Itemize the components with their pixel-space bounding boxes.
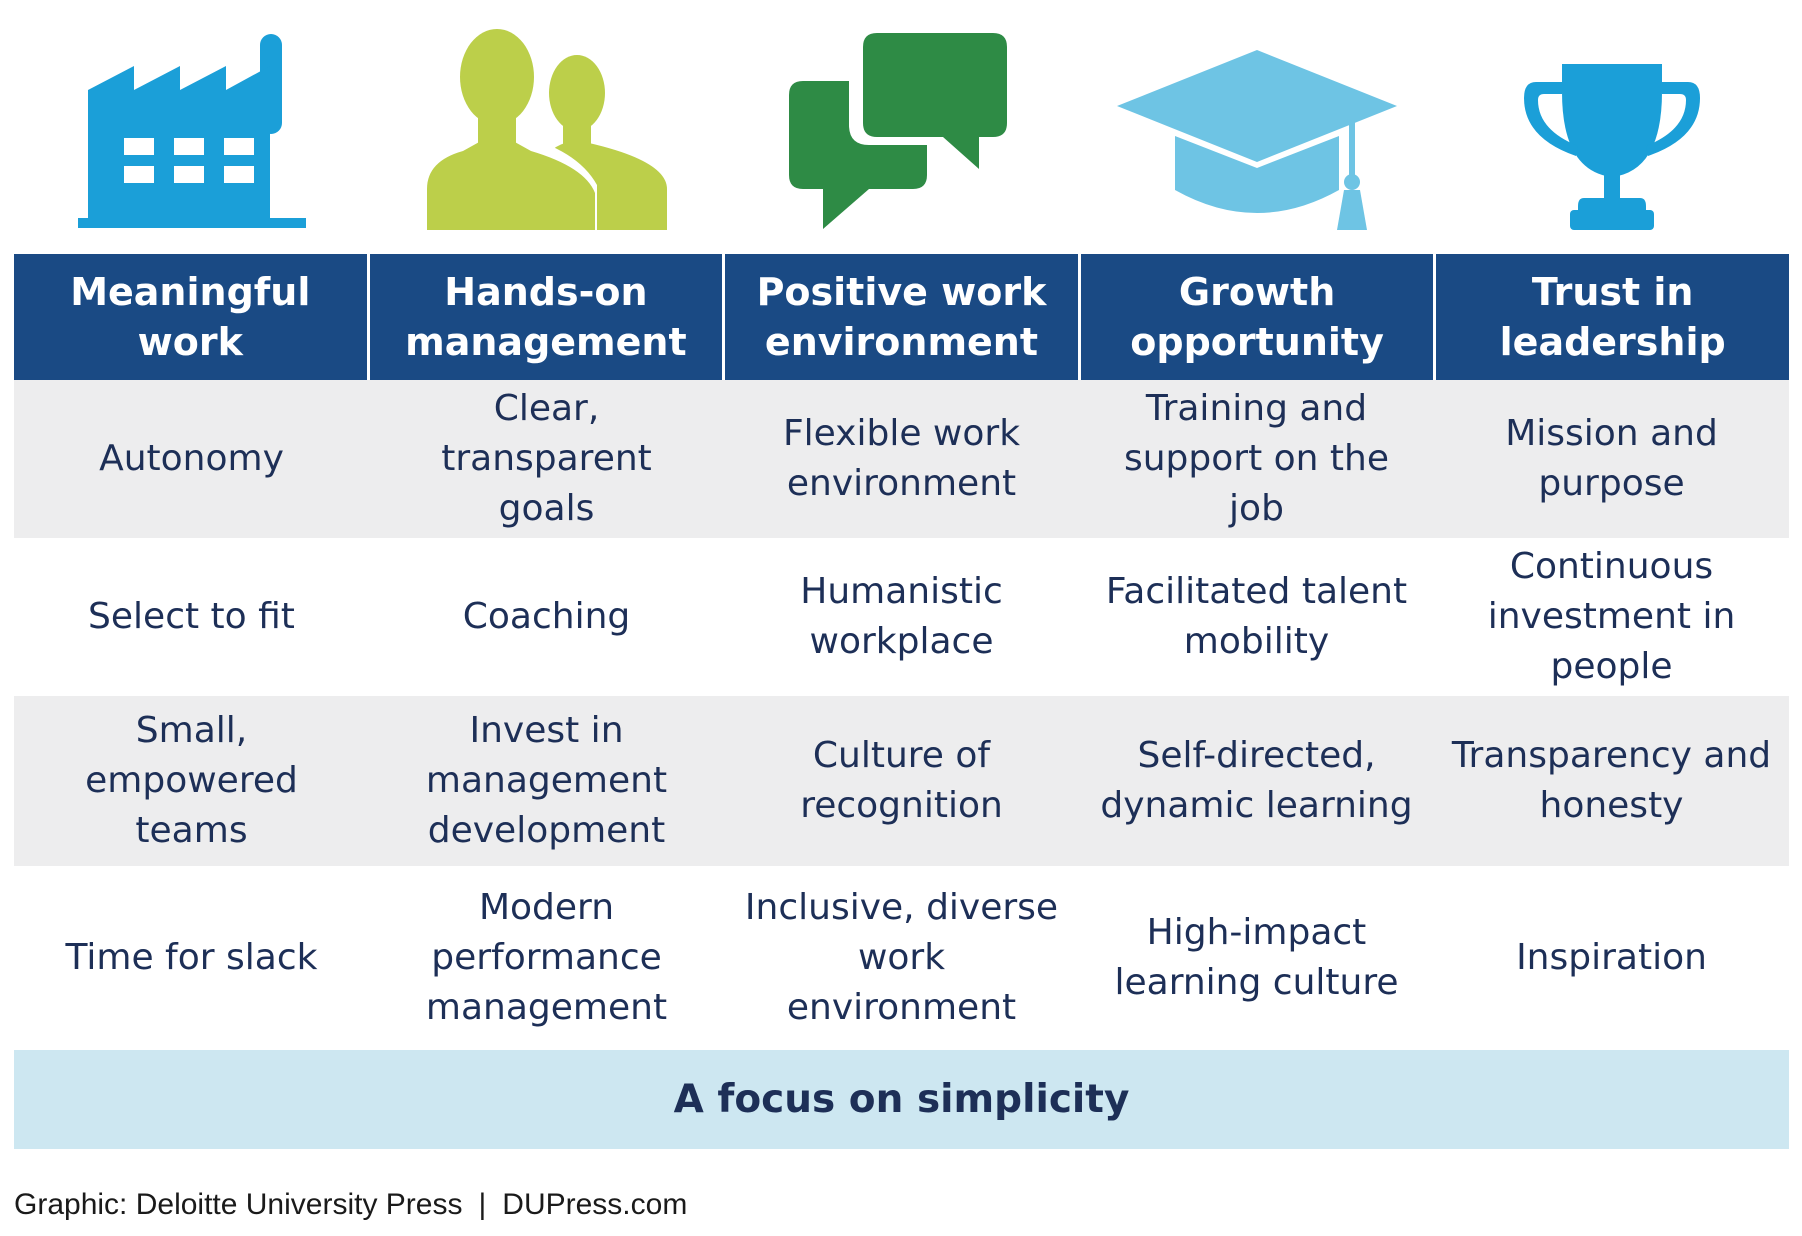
table-row: Time for slack Modern performance manage… — [14, 866, 1789, 1050]
table-cell: Inclusive, diverse work environment — [724, 866, 1079, 1050]
table-cell: Humanistic workplace — [724, 538, 1079, 696]
cell-line: Training and — [1145, 388, 1368, 429]
cell-line: Modern — [478, 887, 615, 928]
cell-line: goals — [498, 488, 595, 529]
cell-line: teams — [135, 810, 248, 851]
table-cell: Facilitated talent mobility — [1079, 538, 1434, 696]
focus-banner: A focus on simplicity — [14, 1050, 1789, 1149]
cell-line: workplace — [809, 621, 994, 662]
header-line: Meaningful — [70, 270, 311, 314]
cell-line: development — [427, 810, 666, 851]
cell-line: Clear, transparent — [441, 388, 652, 479]
graduation-cap-icon — [1116, 50, 1397, 230]
icon-cell-hands-on-management — [369, 0, 724, 252]
footer-credit: Graphic: Deloitte University Press | DUP… — [14, 1188, 687, 1222]
banner-text: A focus on simplicity — [673, 1077, 1130, 1122]
cell-line: learning culture — [1114, 962, 1399, 1003]
header-row: Meaningful work Hands-on management Posi… — [14, 254, 1789, 380]
icon-cell-positive-work-environment — [724, 0, 1079, 252]
table-row: Small, empowered teams Invest in managem… — [14, 696, 1789, 866]
header-line: Trust in — [1531, 270, 1694, 314]
cell-line: purpose — [1538, 463, 1685, 504]
table-cell: Modern performance management — [369, 866, 724, 1050]
table-cell: Training and support on the job — [1079, 380, 1434, 538]
header-hands-on-management: Hands-on management — [369, 254, 723, 380]
cell-line: people — [1550, 646, 1673, 687]
table-cell: Transparency and honesty — [1434, 696, 1789, 866]
header-growth-opportunity: Growth opportunity — [1080, 254, 1434, 380]
table-row: Select to fit Coaching Humanistic workpl… — [14, 538, 1789, 696]
cell-line: Facilitated talent — [1105, 571, 1408, 612]
cell-line: Invest in — [469, 710, 624, 751]
cell-line: environment — [786, 463, 1017, 504]
cell-line: Coaching — [462, 596, 631, 637]
cell-line: Continuous — [1509, 546, 1714, 587]
header-positive-work-environment: Positive work environment — [725, 254, 1078, 380]
cell-line: management — [425, 760, 668, 801]
table-cell: Mission and purpose — [1434, 380, 1789, 538]
cell-line: support on the job — [1123, 438, 1390, 529]
cell-line: Culture of — [812, 735, 991, 776]
header-line: management — [405, 320, 687, 364]
factory-icon — [77, 34, 306, 228]
cell-line: honesty — [1539, 785, 1684, 826]
table-cell: Coaching — [369, 538, 724, 696]
cell-line: High-impact — [1146, 912, 1367, 953]
icon-cell-trust-in-leadership — [1434, 0, 1789, 252]
cell-line: Small, empowered — [85, 710, 298, 801]
framework-table: Meaningful work Hands-on management Posi… — [14, 254, 1789, 1050]
table-cell: Flexible work environment — [724, 380, 1079, 538]
cell-line: Flexible work — [782, 413, 1021, 454]
icon-cell-meaningful-work — [14, 0, 369, 252]
cell-line: Self-directed, — [1137, 735, 1376, 776]
speech-bubbles-icon — [788, 25, 1015, 229]
header-line: opportunity — [1130, 320, 1384, 364]
credit-text: Graphic: Deloitte University Press — [14, 1188, 463, 1221]
header-line: environment — [764, 320, 1039, 364]
table-cell: Clear, transparent goals — [369, 380, 724, 538]
cell-line: mobility — [1183, 621, 1330, 662]
header-meaningful-work: Meaningful work — [14, 254, 367, 380]
header-line: Growth — [1178, 270, 1336, 314]
table-cell: Inspiration — [1434, 866, 1789, 1050]
table-cell: Autonomy — [14, 380, 369, 538]
icon-cell-growth-opportunity — [1079, 0, 1434, 252]
cell-line: performance — [431, 937, 662, 978]
cell-line: work environment — [786, 937, 1017, 1028]
site-text: DUPress.com — [502, 1188, 688, 1221]
table-cell: Invest in management development — [369, 696, 724, 866]
table-cell: Culture of recognition — [724, 696, 1079, 866]
header-line: leadership — [1499, 320, 1726, 364]
cell-line: Inspiration — [1516, 937, 1707, 978]
table-cell: Small, empowered teams — [14, 696, 369, 866]
cell-line: Autonomy — [99, 438, 284, 479]
table-cell: High-impact learning culture — [1079, 866, 1434, 1050]
cell-line: Mission and — [1505, 413, 1718, 454]
cell-line: Humanistic — [800, 571, 1003, 612]
table-row: Autonomy Clear, transparent goals Flexib… — [14, 380, 1789, 538]
header-line: work — [137, 320, 243, 364]
cell-line: investment in — [1487, 596, 1736, 637]
table-cell: Self-directed, dynamic learning — [1079, 696, 1434, 866]
header-line: Hands-on — [444, 270, 648, 314]
credit-separator: | — [478, 1188, 487, 1221]
cell-line: dynamic learning — [1100, 785, 1413, 826]
cell-line: Select to fit — [88, 596, 295, 637]
cell-line: recognition — [800, 785, 1003, 826]
cell-line: management — [425, 987, 668, 1028]
table-cell: Continuous investment in people — [1434, 538, 1789, 696]
trophy-icon — [1523, 64, 1700, 230]
cell-line: Inclusive, diverse — [744, 887, 1059, 928]
header-trust-in-leadership: Trust in leadership — [1436, 254, 1789, 380]
cell-line: Transparency and — [1451, 735, 1772, 776]
header-line: Positive work — [756, 270, 1047, 314]
icon-row — [14, 0, 1789, 252]
table-cell: Select to fit — [14, 538, 369, 696]
people-icon — [426, 29, 667, 230]
table-cell: Time for slack — [14, 866, 369, 1050]
cell-line: Time for slack — [65, 937, 318, 978]
